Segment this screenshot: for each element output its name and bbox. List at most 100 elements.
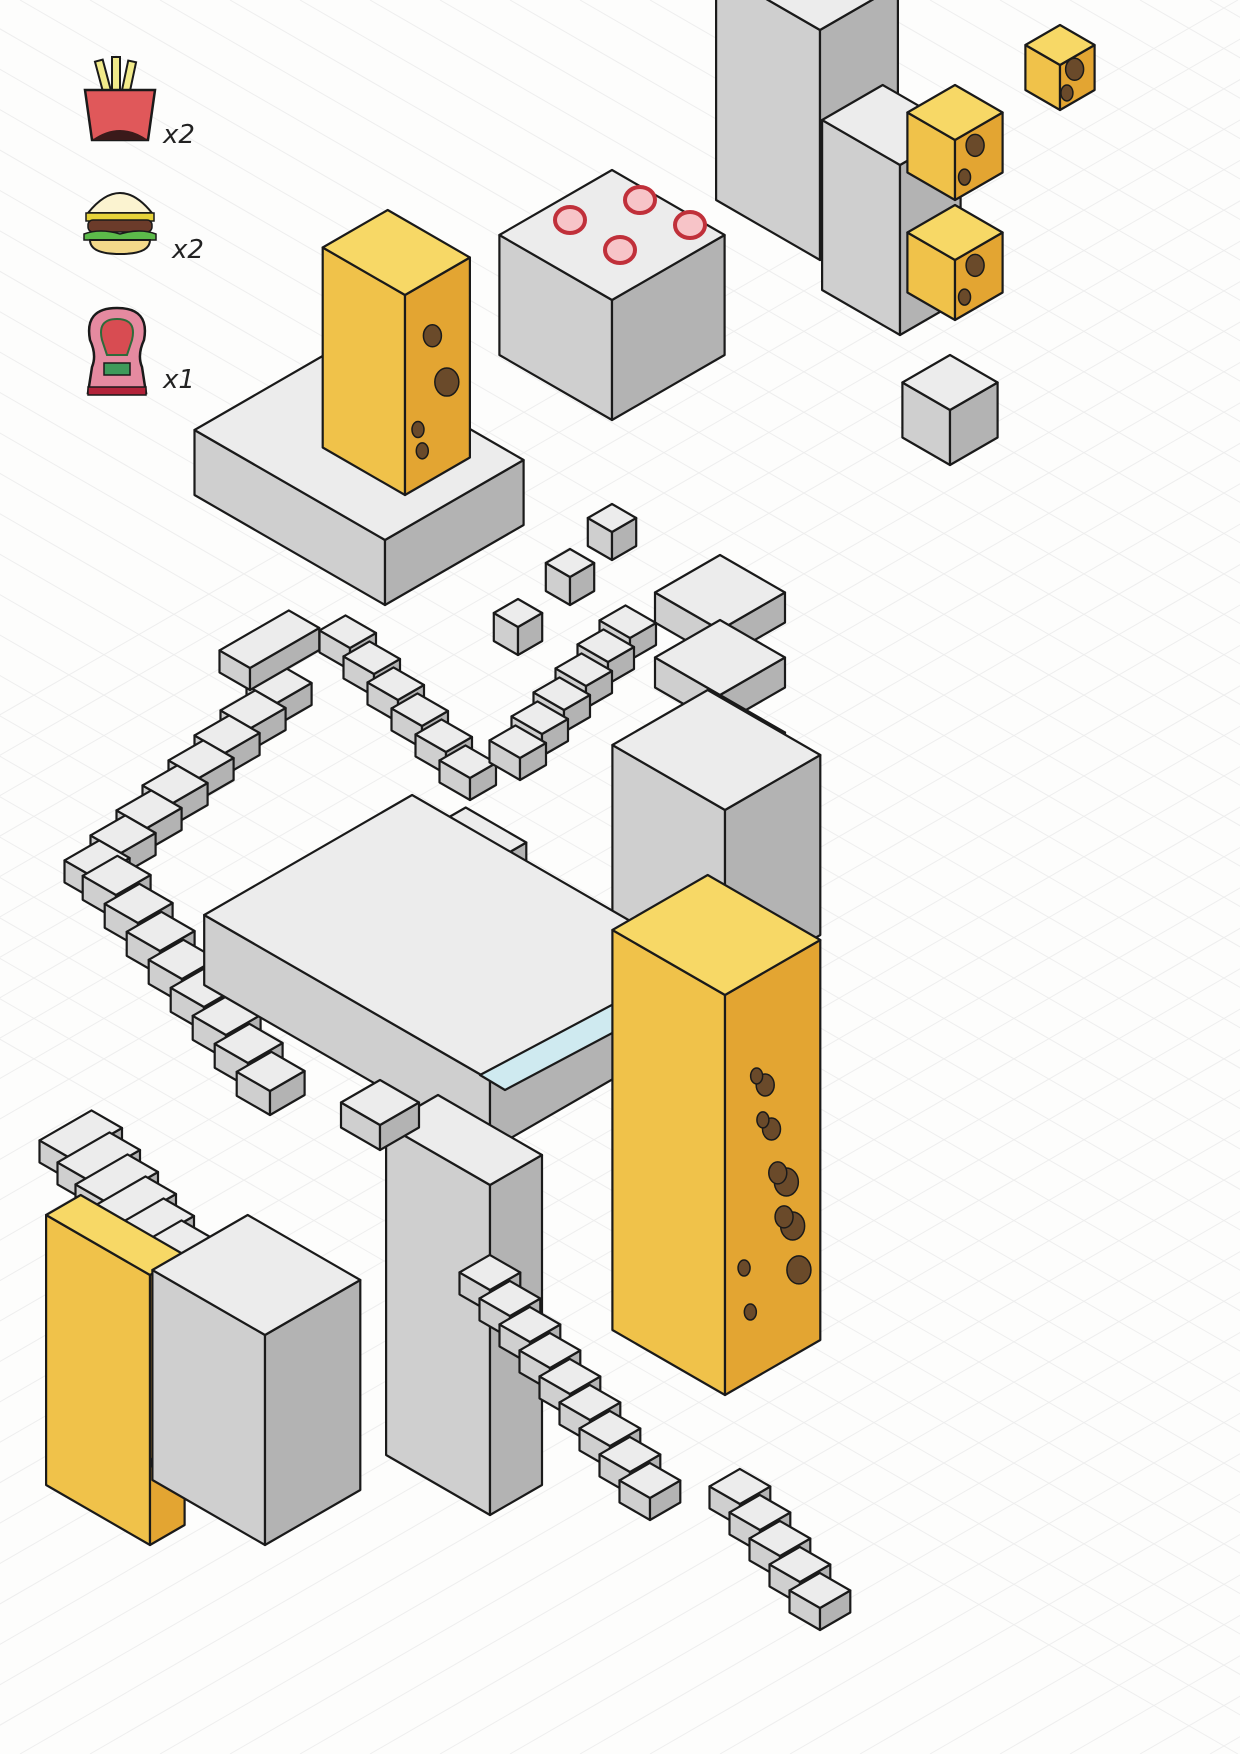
block-top-face — [492, 597, 544, 629]
block-top-face — [235, 1050, 306, 1093]
fries-icon — [80, 55, 160, 150]
block-top-face — [653, 553, 787, 632]
block-top-face — [906, 203, 1004, 262]
cheese-hole — [965, 133, 985, 158]
cheese-hole — [756, 1111, 770, 1129]
stair-step — [788, 1571, 852, 1632]
block-top-face — [518, 1331, 582, 1370]
fries-count: x2 — [163, 120, 195, 150]
grid-line — [579, 0, 1240, 382]
grid-line — [719, 1453, 1240, 1754]
block-top-face — [498, 1305, 562, 1344]
grid-line — [719, 0, 1240, 301]
grid-line — [649, 1412, 1240, 1754]
block-top-face — [598, 1435, 662, 1474]
cheese-cube — [906, 83, 1004, 202]
stove-burner — [623, 185, 657, 215]
cheese-hole — [411, 420, 425, 439]
cheese-hole — [786, 1255, 812, 1285]
cheese-hole — [743, 1303, 758, 1321]
block-top-face — [611, 873, 822, 997]
grid-line — [1209, 1736, 1240, 1754]
block-top-face — [366, 666, 426, 702]
block-top-face — [103, 882, 174, 925]
stair-step — [218, 609, 321, 692]
cheese-hole — [1064, 57, 1085, 82]
block-top-face — [339, 1078, 421, 1127]
cheese-pillar — [611, 873, 822, 1397]
grid-line — [1069, 1655, 1240, 1754]
block-top-face — [618, 1461, 682, 1500]
block-top-face — [538, 1357, 602, 1396]
block-top-face — [390, 692, 450, 728]
block-top-face — [611, 688, 822, 812]
block-top-face — [586, 502, 638, 534]
block-top-face — [488, 724, 548, 760]
stair-step — [618, 1461, 682, 1522]
stove-burner — [553, 205, 587, 235]
block-top-face — [576, 628, 636, 664]
cheese-cube-small — [1024, 23, 1096, 112]
block-top-face — [728, 1493, 792, 1532]
block-top-face — [318, 614, 378, 650]
block-top-face — [414, 718, 474, 754]
grid-line — [1139, 0, 1240, 59]
cheese-hole — [749, 1067, 764, 1085]
block-top-face — [788, 1571, 852, 1610]
grid-line — [229, 1170, 1240, 1754]
block-top-face — [748, 1519, 812, 1558]
ketchup-count: x1 — [163, 365, 195, 395]
grid-line — [1069, 0, 1240, 99]
fryer-block — [151, 1213, 362, 1547]
grid-line — [509, 0, 1240, 423]
grid-line — [89, 1089, 1240, 1754]
cheese-cube — [906, 203, 1004, 322]
grid-line — [299, 0, 1240, 544]
fries-pedestal — [339, 1078, 421, 1152]
floating-cube — [544, 547, 596, 607]
block-top-face — [558, 1383, 622, 1422]
block-top-face — [218, 609, 321, 670]
grid-line — [439, 1291, 1240, 1754]
burger-icon — [80, 178, 160, 263]
grid-line — [509, 1331, 1240, 1754]
grid-line — [1209, 0, 1240, 18]
cheese-hole — [768, 1161, 788, 1185]
grid-line — [229, 0, 1240, 584]
floating-cube — [586, 502, 638, 562]
cheese-hole — [434, 367, 460, 397]
grid-line — [159, 1129, 1240, 1754]
stair-step — [488, 724, 548, 782]
grid-line — [579, 1372, 1240, 1754]
block-left-face — [611, 928, 727, 1397]
block-top-face — [765, 0, 875, 32]
block-top-face — [125, 910, 196, 953]
block-left-face — [385, 1123, 492, 1517]
block-top-face — [578, 1409, 642, 1448]
block-top-face — [554, 652, 614, 688]
block-top-face — [544, 547, 596, 579]
stove-block — [498, 168, 726, 422]
block-top-face — [385, 1093, 544, 1187]
floating-cube — [492, 597, 544, 657]
stair-step — [235, 1050, 306, 1117]
ketchup-icon — [82, 305, 152, 405]
block-top-face — [498, 168, 726, 302]
cheese-hole — [415, 442, 430, 460]
block-top-face — [532, 676, 592, 712]
